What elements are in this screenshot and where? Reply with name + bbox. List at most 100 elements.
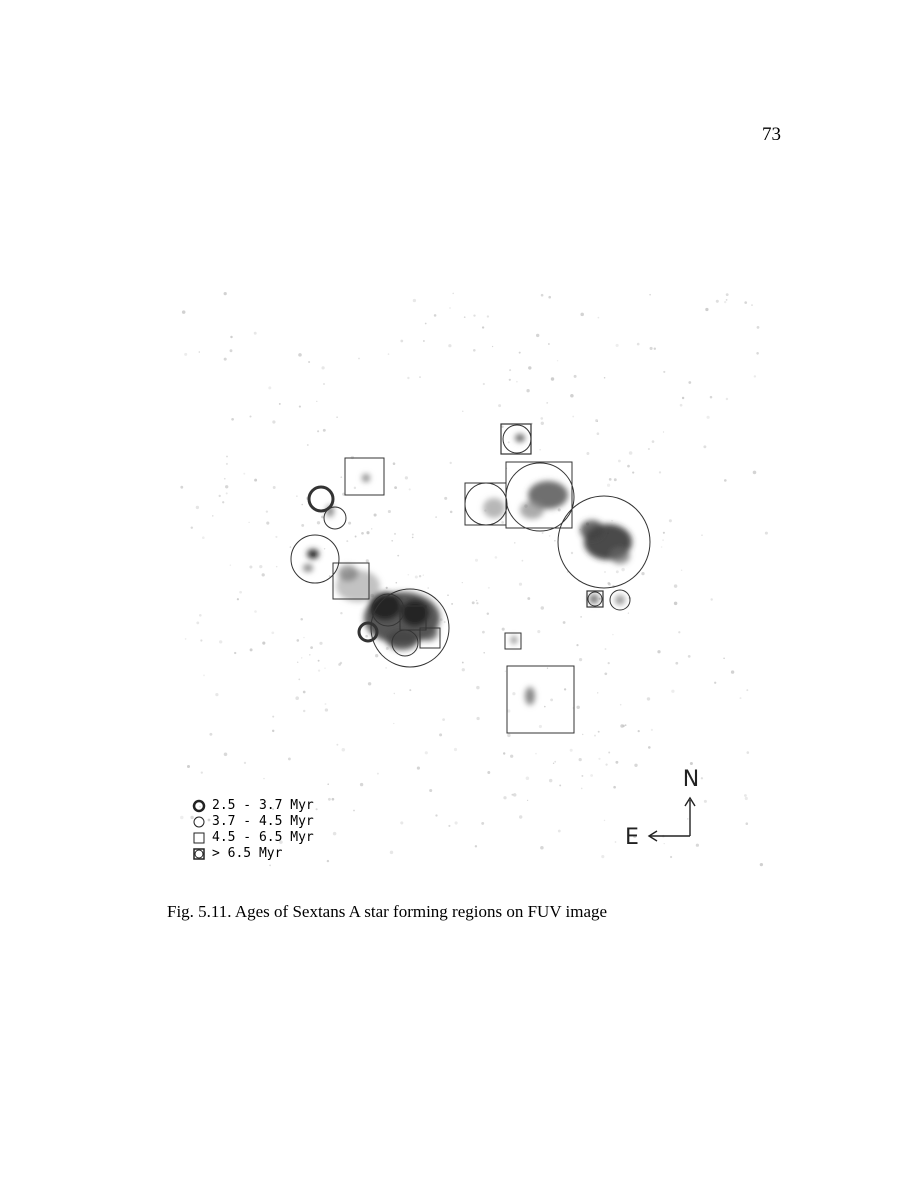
- noise-speck: [316, 400, 318, 403]
- noise-speck: [419, 376, 421, 378]
- noise-speck: [199, 805, 202, 808]
- noise-speck: [254, 478, 258, 482]
- noise-speck: [342, 492, 346, 496]
- noise-speck: [393, 692, 396, 695]
- noise-speck: [596, 420, 598, 422]
- noise-speck: [181, 310, 186, 314]
- noise-speck: [746, 689, 749, 692]
- noise-speck: [511, 793, 514, 796]
- noise-speck: [215, 692, 219, 697]
- noise-speck: [620, 724, 624, 728]
- fuv-image-figure: N E: [180, 288, 770, 878]
- noise-speck: [487, 586, 490, 589]
- noise-speck: [636, 342, 640, 346]
- noise-speck: [723, 479, 727, 482]
- noise-speck: [559, 784, 562, 787]
- noise-speck: [673, 584, 678, 588]
- noise-speck: [671, 689, 675, 693]
- noise-speck: [412, 298, 417, 303]
- noise-speck: [611, 519, 613, 522]
- noise-speck: [391, 539, 394, 542]
- noise-speck: [546, 402, 549, 404]
- noise-speck: [296, 495, 298, 497]
- noise-speck: [687, 655, 691, 658]
- figure-caption: Fig. 5.11. Ages of Sextans A star formin…: [167, 902, 608, 921]
- noise-speck: [223, 291, 227, 296]
- noise-speck: [184, 638, 187, 640]
- noise-speck: [535, 333, 540, 338]
- noise-speck: [453, 747, 458, 752]
- noise-speck: [703, 799, 707, 803]
- noise-speck: [483, 652, 485, 654]
- noise-speck: [518, 351, 521, 354]
- noise-speck: [310, 646, 313, 649]
- noise-speck: [689, 761, 693, 766]
- noise-speck: [764, 531, 768, 535]
- noise-speck: [411, 536, 414, 539]
- age-legend: 2.5 - 3.7 Myr 3.7 - 4.5 Myr 4.5 - 6.5 My…: [192, 798, 314, 862]
- noise-speck: [606, 483, 611, 487]
- noise-speck: [279, 840, 283, 844]
- noise-speck: [317, 669, 321, 672]
- noise-speck: [442, 718, 445, 721]
- noise-speck: [473, 314, 476, 317]
- noise-speck: [322, 382, 326, 386]
- noise-speck: [266, 521, 270, 525]
- noise-speck: [535, 752, 537, 755]
- noise-speck: [184, 352, 188, 356]
- noise-speck: [744, 794, 747, 797]
- noise-speck: [435, 814, 438, 817]
- noise-speck: [510, 754, 514, 758]
- noise-speck: [650, 728, 653, 731]
- noise-speck: [411, 533, 414, 536]
- legend-label: 3.7 - 4.5 Myr: [212, 814, 314, 829]
- noise-speck: [268, 386, 272, 390]
- noise-speck: [608, 751, 611, 754]
- noise-speck: [501, 521, 504, 524]
- noise-speck: [519, 815, 523, 819]
- noise-speck: [512, 793, 517, 797]
- noise-speck: [471, 601, 475, 605]
- noise-speck: [271, 729, 275, 733]
- noise-speck: [756, 326, 760, 329]
- noise-speck: [590, 774, 593, 777]
- legend-label: 2.5 - 3.7 Myr: [212, 798, 314, 813]
- noise-speck: [326, 859, 330, 863]
- noise-speck: [612, 633, 614, 636]
- noise-speck: [548, 343, 550, 345]
- noise-speck: [301, 503, 303, 506]
- noise-speck: [443, 621, 446, 624]
- noise-speck: [595, 419, 599, 423]
- noise-speck: [404, 476, 408, 480]
- noise-speck: [695, 843, 700, 847]
- noise-speck: [548, 295, 552, 299]
- noise-speck: [424, 322, 427, 325]
- noise-speck: [223, 357, 227, 361]
- noise-speck: [341, 748, 346, 752]
- noise-speck: [275, 565, 278, 568]
- legend-label: > 6.5 Myr: [212, 846, 283, 861]
- noise-speck: [576, 705, 580, 710]
- noise-speck: [392, 462, 396, 465]
- noise-speck: [447, 594, 449, 597]
- noise-speck: [487, 771, 491, 774]
- noise-speck: [230, 335, 233, 339]
- noise-speck: [634, 763, 638, 767]
- noise-speck: [409, 689, 412, 692]
- noise-speck: [422, 574, 424, 576]
- noise-speck: [569, 748, 573, 752]
- noise-speck: [243, 472, 246, 475]
- region-markers: [290, 423, 651, 734]
- noise-speck: [613, 478, 617, 482]
- noise-speck: [439, 733, 443, 737]
- circle-icon: [193, 816, 205, 828]
- noise-speck: [548, 778, 553, 783]
- noise-speck: [552, 762, 555, 765]
- noise-speck: [315, 808, 318, 811]
- noise-speck: [278, 402, 281, 405]
- noise-speck: [265, 510, 269, 513]
- legend-item: > 6.5 Myr: [192, 846, 314, 862]
- noise-speck: [376, 772, 379, 775]
- noise-speck: [554, 539, 556, 542]
- noise-speck: [603, 819, 606, 822]
